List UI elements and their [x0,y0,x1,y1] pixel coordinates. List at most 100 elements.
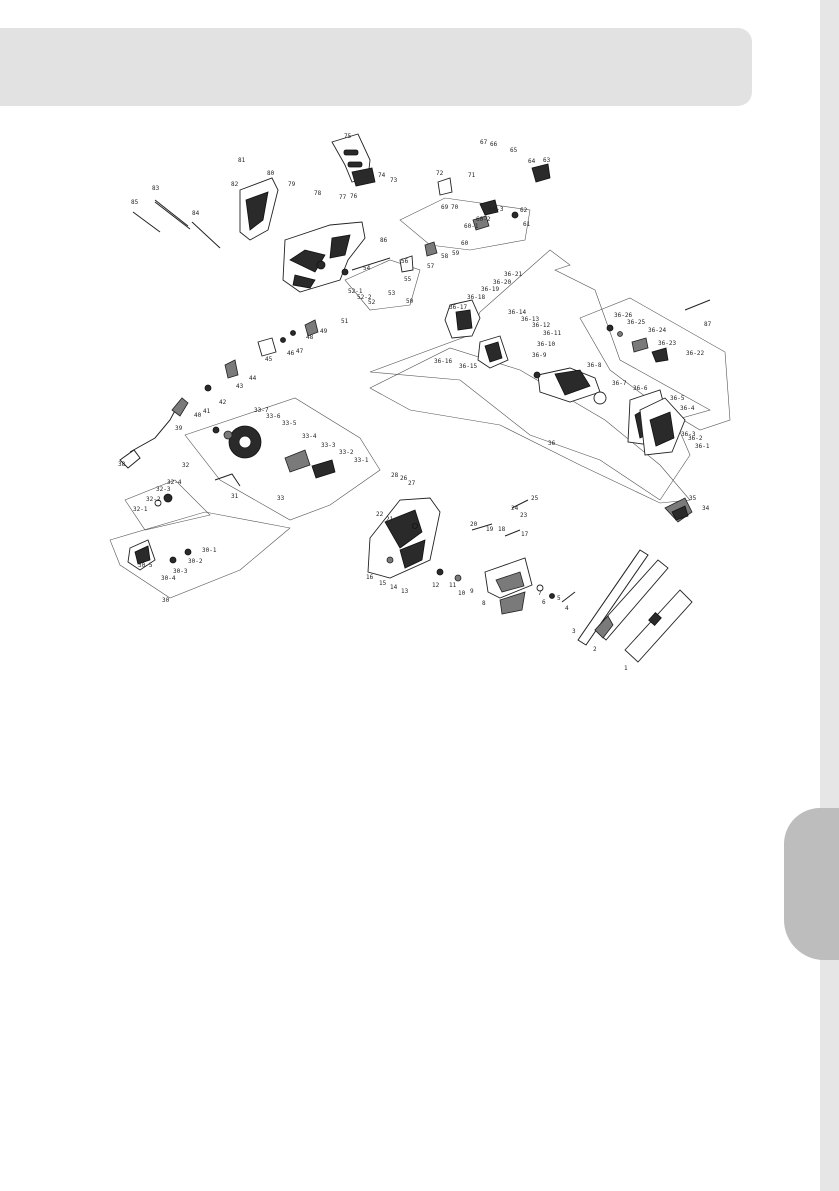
part-label: 11 [449,582,457,589]
part-label: 52-1 [348,288,363,295]
rod-83b [154,201,191,230]
part-label: 56 [401,258,409,265]
part-label: 52 [368,299,376,306]
part-label: 15 [379,580,387,587]
part-label: 40 [194,412,202,419]
chain-bar-assembly [577,549,693,663]
part-label: 77 [339,194,347,201]
part-label: 31 [231,493,239,500]
part-label: 45 [265,356,273,363]
part-label: 69 [441,204,449,211]
part-label: 32-4 [167,479,182,486]
part-label: 2 [593,646,597,653]
part-label: 22 [376,511,384,518]
part-label: 82 [231,181,239,188]
part-label: 36-24 [648,327,666,334]
part-label: 36-20 [493,279,511,286]
part-label: 33-2 [339,449,354,456]
part-label: 39 [175,425,183,432]
part-label: 20 [470,521,478,528]
part-label: 19 [486,526,494,533]
part-label: 32-1 [133,506,148,513]
part-label: 49 [320,328,328,335]
part-label: 21 [386,516,394,523]
part-label: 52-2 [357,294,372,301]
part-label: 55 [404,276,412,283]
rod-83 [154,199,189,227]
part-label: 25 [531,495,539,502]
part-label: 8 [482,600,486,607]
part-label: 3 [572,628,576,635]
part-label: 34 [702,505,710,512]
part-label: 60-2 [476,216,491,223]
motor-small-parts [606,299,711,363]
part-label: 36-5 [670,395,685,402]
part-label: 30-1 [202,547,217,554]
part-label: 87 [704,321,712,328]
part-label: 62 [520,207,528,214]
part-label: 36-9 [532,352,547,359]
switch-parts-cluster [399,163,551,273]
part-label: 32-3 [156,486,171,493]
part-label: 32 [182,462,190,469]
part-label: 53 [388,290,396,297]
main-body-housing-part [367,497,441,579]
part-label: 36-12 [532,322,550,329]
part-label: 26 [400,475,408,482]
part-label: 36-17 [449,304,467,311]
part-label: 33-4 [302,433,317,440]
part-label: 61 [523,221,531,228]
part-label: 36-21 [504,271,522,278]
part-label: 10 [458,590,466,597]
part-label: 30-4 [161,575,176,582]
part-label: 58 [441,253,449,260]
part-label: 60 [461,240,469,247]
part-label: 6 [542,599,546,606]
part-label: 9 [470,588,474,595]
part-label: 36-22 [686,350,704,357]
brush-holder-part [444,299,509,369]
part-label: 41 [203,408,211,415]
part-label: 36 [548,440,556,447]
part-label: 18 [498,526,506,533]
part-label: 65 [510,147,518,154]
part-label: 60-3 [489,206,504,213]
part-label: 67 [480,139,488,146]
part-label: 7 [538,590,542,597]
part-label: 57 [427,263,435,270]
part-label: 83 [152,185,160,192]
part-label: 30-3 [173,568,188,575]
part-label: 71 [468,172,476,179]
part-label: 16 [366,574,374,581]
front-guard-lower-part [664,497,693,523]
header-banner [0,28,752,106]
part-label: 36-7 [612,380,627,387]
part-label: 70 [451,204,459,211]
part-label: 5 [557,595,561,602]
part-label: 79 [288,181,296,188]
part-label: 33-1 [354,457,369,464]
part-label: 36-18 [467,294,485,301]
part-label: 36-1 [695,443,710,450]
part-label: 35 [689,495,697,502]
part-label: 74 [378,172,386,179]
part-label: 63 [543,157,551,164]
part-label: 36-25 [627,319,645,326]
power-cord-part [119,397,189,469]
part-label: 28 [391,472,399,479]
part-label: 38 [118,461,126,468]
rod-85 [132,211,161,233]
motor-housing-part [282,221,366,293]
part-label: 36-13 [521,316,539,323]
part-label: 76 [350,193,358,200]
stator-housing-part [627,389,686,456]
part-label: 36-8 [587,362,602,369]
part-label: 85 [131,199,139,206]
part-label: 33-5 [282,420,297,427]
part-label: 60-1 [464,223,479,230]
part-label: 23 [520,512,528,519]
part-label: 64 [528,158,536,165]
part-label: 78 [314,190,322,197]
part-label: 36-3 [681,431,696,438]
